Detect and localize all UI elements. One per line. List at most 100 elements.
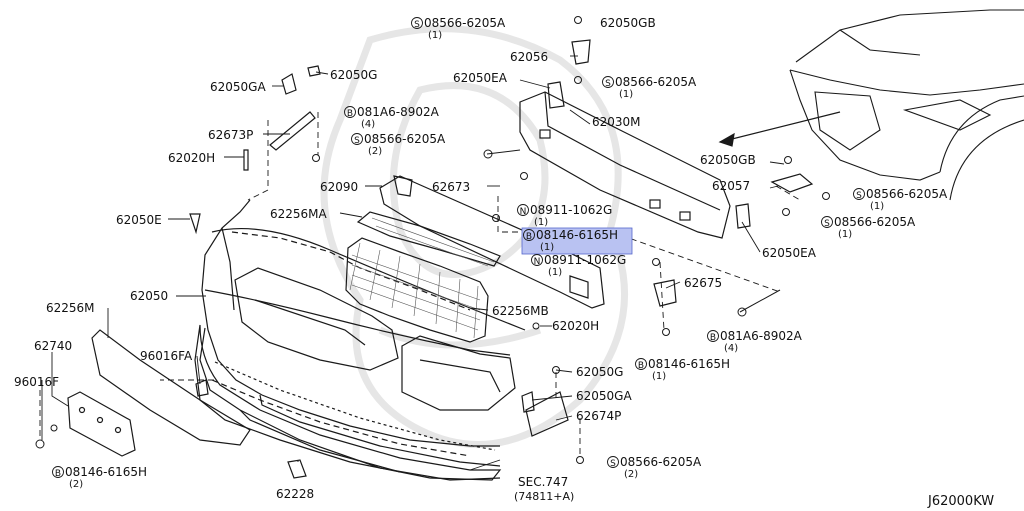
prefix-circle-icon	[523, 229, 535, 241]
callout-62020h: 62020H	[168, 151, 215, 165]
fastener-part-number: 08566-6205A	[615, 75, 697, 89]
watermark-emblem	[320, 25, 629, 449]
fastener-part-number: 081A6-8902A	[720, 329, 803, 343]
grille-insert	[345, 237, 489, 343]
callout-62228: 62228	[276, 487, 314, 501]
fastener-part-number: 08566-6205A	[364, 132, 446, 146]
callout-62050ea: 62050EA	[453, 71, 508, 85]
fastener-part-number: 08566-6205A	[620, 455, 702, 469]
fastener-prefix: N	[520, 207, 527, 217]
upper-bracket	[379, 175, 605, 309]
callout-62050ga: 62050GA	[210, 80, 266, 94]
callout-62030m: 62030M	[592, 115, 641, 129]
fastener-callout: B 081A6-8902A(4)	[707, 329, 803, 354]
fastener-qty: (1)	[548, 267, 562, 278]
callout-62050ga: 62050GA	[576, 389, 632, 403]
side-strip	[91, 329, 251, 446]
fastener-callout: B 08146-6165H(2)	[52, 465, 147, 490]
fastener-part-number: 08911-1062G	[530, 203, 612, 217]
callout-62256mb: 62256MB	[492, 304, 549, 318]
prefix-circle-icon	[707, 330, 719, 342]
fastener-qty: (4)	[361, 119, 375, 130]
prefix-circle-icon	[411, 17, 423, 29]
prefix-circle-icon	[607, 456, 619, 468]
parts-drawing	[35, 9, 1024, 481]
fastener-prefix: B	[638, 361, 644, 371]
prefix-circle-icon	[517, 204, 529, 216]
fastener-part-number: 08911-1062G	[544, 253, 626, 267]
license-plate-bracket	[67, 391, 136, 457]
prefix-circle-icon	[52, 466, 64, 478]
fastener-qty: (1)	[619, 89, 633, 100]
clip-96016fa	[195, 379, 209, 397]
fastener-part-number: 08146-6165H	[648, 357, 730, 371]
callout-62057: 62057	[712, 179, 750, 193]
prefix-circle-icon	[635, 358, 647, 370]
clip-62050ga	[281, 73, 297, 95]
bracket-62057	[770, 173, 814, 193]
callout-62674p: 62674P	[576, 409, 621, 423]
callout-62675: 62675	[684, 276, 722, 290]
bolts	[35, 16, 830, 464]
fastener-part-number: 08146-6165H	[65, 465, 147, 479]
section-ref-sub: (74811+A)	[514, 490, 574, 503]
upper-grille	[356, 211, 501, 267]
clip-62020h	[243, 149, 249, 171]
prefix-circle-icon	[853, 188, 865, 200]
callout-62673p: 62673P	[208, 128, 253, 142]
bracket-62675	[653, 279, 677, 307]
section-reference: SEC.747 (74811+A)	[514, 475, 574, 503]
callout-62056: 62056	[510, 50, 548, 64]
fastener-prefix: B	[526, 232, 532, 242]
fastener-part-number: 08146-6165H	[536, 228, 618, 242]
fastener-part-number: 08566-6205A	[834, 215, 916, 229]
fastener-part-number: 081A6-8902A	[357, 105, 440, 119]
callout-62050gb: 62050GB	[600, 16, 656, 30]
callout-62256ma: 62256MA	[270, 207, 328, 221]
fastener-part-number: 08566-6205A	[424, 16, 506, 30]
fastener-prefix: S	[610, 459, 616, 469]
fastener-qty: (1)	[428, 30, 442, 41]
callout-62673: 62673	[432, 180, 470, 194]
fastener-qty: (1)	[540, 242, 554, 253]
callout-62050g: 62050G	[576, 365, 623, 379]
callout-62090: 62090	[320, 180, 358, 194]
prefix-circle-icon	[821, 216, 833, 228]
fastener-prefix: B	[710, 333, 716, 343]
prefix-circle-icon	[531, 254, 543, 266]
under-cover	[194, 324, 502, 481]
fastener-prefix: S	[856, 191, 862, 201]
callout-96016fa: 96016FA	[140, 349, 193, 363]
hook-62056	[571, 39, 591, 65]
prefix-circle-icon	[351, 133, 363, 145]
fastener-prefix: S	[414, 20, 420, 30]
fastener-prefix: B	[55, 469, 61, 479]
highlight-box	[521, 227, 633, 255]
fastener-qty: (2)	[69, 479, 83, 490]
car-outline	[789, 9, 1024, 201]
fastener-qty: (2)	[368, 146, 382, 157]
fastener-qty: (4)	[724, 343, 738, 354]
fastener-qty: (1)	[870, 201, 884, 212]
bracket-62673p	[269, 111, 316, 151]
section-ref-label: SEC.747	[518, 475, 568, 489]
reinforcement-beam	[519, 91, 731, 239]
fastener-62050e	[189, 213, 201, 235]
fastener-callout: B 08146-6165H(1)	[521, 227, 633, 255]
bracket-62050ea-r	[735, 203, 751, 229]
view-arrow	[719, 111, 841, 143]
fastener-qty: (1)	[838, 229, 852, 240]
fastener-prefix: S	[824, 219, 830, 229]
fastener-qty: (1)	[534, 217, 548, 228]
callout-62740: 62740	[34, 339, 72, 353]
clip-62050ga-mid	[521, 391, 535, 413]
